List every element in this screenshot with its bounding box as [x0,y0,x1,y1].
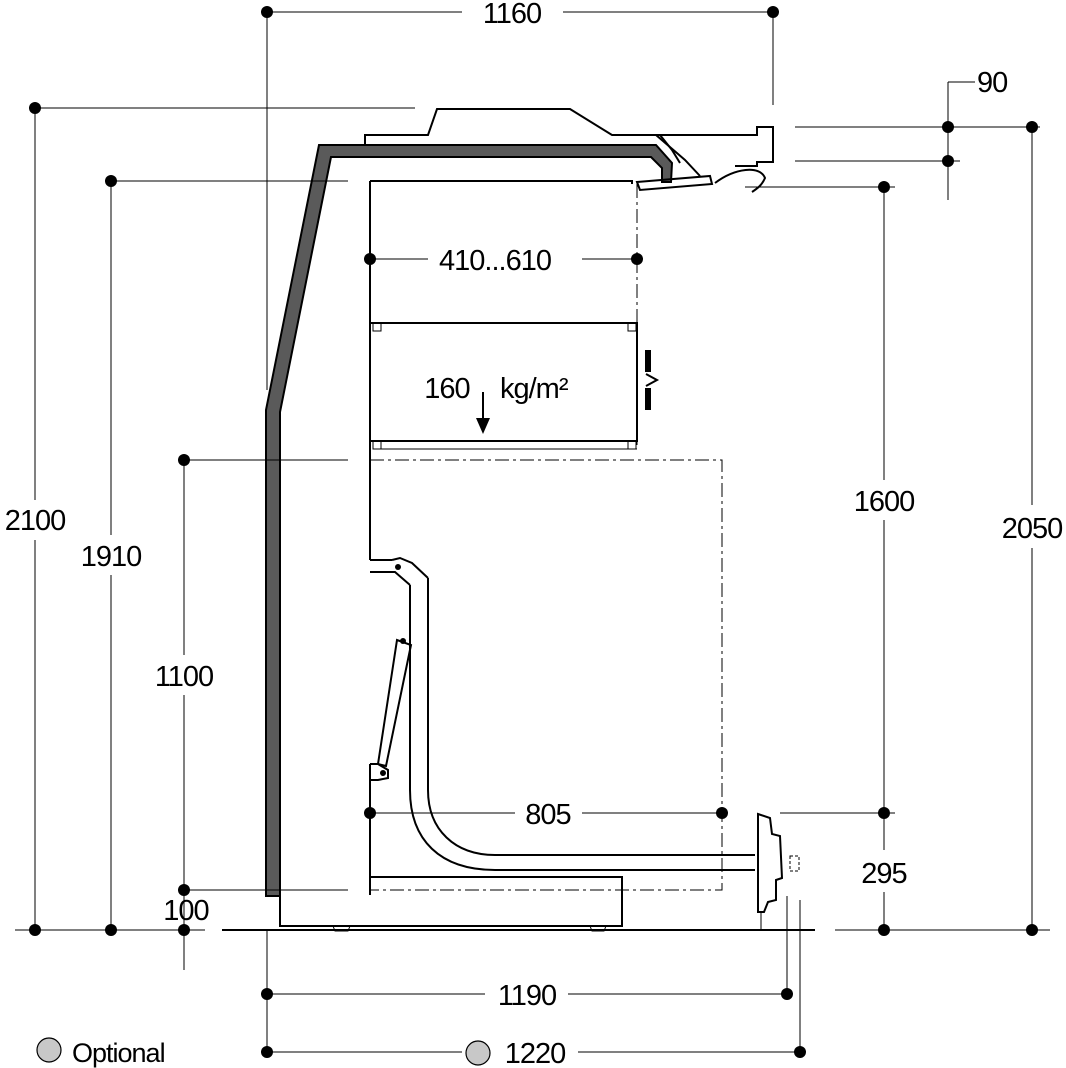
shelf-bracket-tl [372,322,382,332]
front-bumper [757,812,784,913]
shelf-bracket-tr [627,322,637,332]
dim-2100-end-bottom [29,924,41,936]
dim-1100-end-top [178,454,190,466]
dim-295-label: 295 [861,858,906,890]
dim-1190-end-l [261,988,273,1000]
dim-805-label: 805 [525,799,570,831]
shelf-bracket-br [627,440,637,450]
pipe-pivot [395,564,401,570]
dim-1600-label: 1600 [854,486,915,518]
base-foot-left [332,925,351,932]
dim-2050-end-top [1026,121,1038,133]
top-housing-curve-inner [659,134,681,164]
dim-shelf-label: 410...610 [439,245,551,277]
dim-100-label: 100 [163,895,208,927]
dim-1190-label: 1190 [498,980,556,1012]
dim-1910-label: 1910 [81,541,142,573]
dim-shelf-end-r [631,253,643,265]
canopy-back-panel [265,144,674,897]
dim-2050-end-bottom [1026,924,1038,936]
night-blind-curve [714,168,767,193]
shelf-marker-top [645,350,651,372]
dim-1220-end-r [794,1046,806,1058]
pipe-top-bracket [391,556,429,579]
dim-805-end-r [716,807,728,819]
shelf-marker-bottom [645,388,651,410]
shelf [369,322,638,442]
shelf-marker-arrow [645,373,660,387]
light-fitting [635,174,714,192]
dim-1160-label: 1160 [483,0,541,30]
optional-legend-marker [36,1037,62,1063]
strut-pivot-top [400,638,406,644]
shelf-load-unit: kg/m² [500,373,569,405]
dim-2100-end-top [29,102,41,114]
top-housing [364,108,774,167]
dim-90-end-bottom [942,155,954,167]
dim-90-label: 90 [977,67,1007,99]
optional-marker-1220 [465,1040,491,1066]
shelf-load-value: 160 [424,373,469,405]
dim-295-end-bottom [878,924,890,936]
drain-pipe-outer [427,578,755,856]
load-arrow-head [476,418,490,434]
dim-90-end-top [942,121,954,133]
dim-2100-label: 2100 [5,505,66,537]
support-strut [376,638,413,768]
strut-pivot-bottom [380,770,386,776]
base-foot-right [589,925,607,932]
drain-pipe-inner [409,585,755,871]
dim-1190-end-r [781,988,793,1000]
lower-opening-outline [370,459,723,891]
inner-top [370,180,633,184]
dim-2050-label: 2050 [1002,513,1063,545]
optional-legend-label: Optional [72,1038,165,1068]
optional-bumper-part [789,855,800,872]
dim-1220-end-l [261,1046,273,1058]
dim-1600-end-top [878,181,890,193]
pipe-top-elbow [370,571,411,586]
dim-1910-end-top [105,175,117,187]
strut-base [370,763,389,781]
dim-805-end-l [364,807,376,819]
dim-1100-label: 1100 [155,661,213,693]
shelf-bracket-bl [372,440,382,450]
dim-100-end-bottom [178,924,190,936]
base-tray [279,876,623,927]
dim-1220-label: 1220 [505,1038,566,1068]
dim-1910-end-bottom [105,924,117,936]
dim-shelf-end-l [364,253,376,265]
